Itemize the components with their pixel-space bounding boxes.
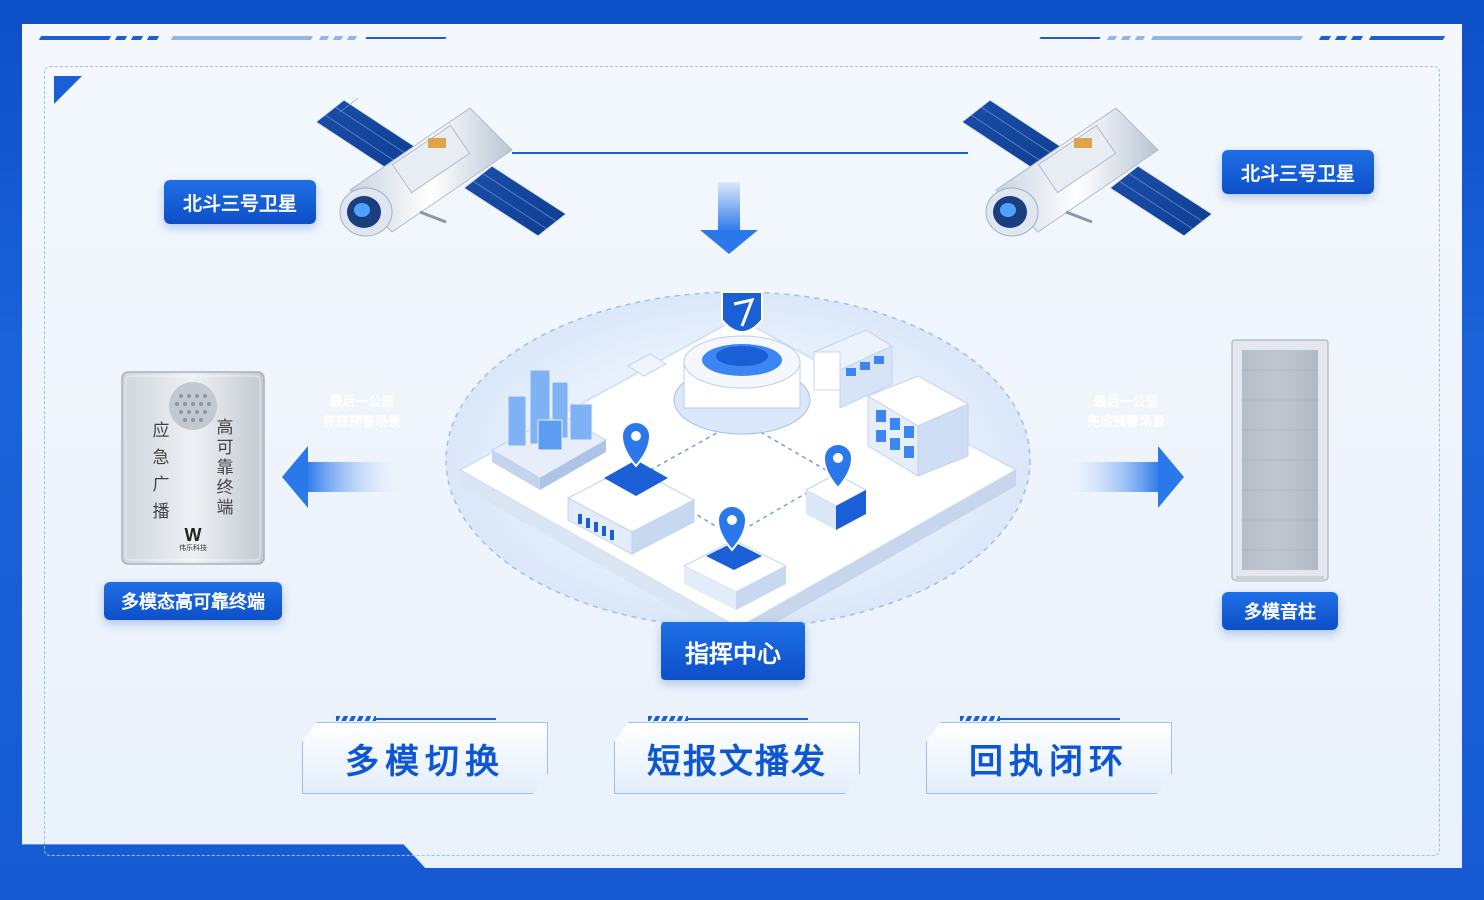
command-center-label: 指挥中心 (661, 622, 805, 680)
scenario-right-line1: 最后一公里 (1093, 395, 1159, 410)
satellite-left-icon (315, 97, 567, 237)
feature-receipt-loop: 回执闭环 (926, 716, 1172, 794)
feature-multimode-switch-text: 多模切换 (345, 741, 505, 782)
scenario-left-line2: 兜底预警场景 (322, 415, 401, 430)
left-arrow (282, 446, 404, 508)
command-center-illustration (445, 291, 1031, 644)
scenario-left-line1: 最后一公里 (329, 395, 395, 410)
right-arrow (1062, 446, 1184, 508)
satellite-right-icon (961, 99, 1213, 237)
speaker-label: 多模音柱 (1222, 592, 1338, 630)
terminal-label: 多模态高可靠终端 (104, 582, 282, 620)
terminal-device-image: W (121, 371, 265, 565)
svg-text:W: W (185, 525, 202, 545)
scenario-right-tag: 最后一公里 兜底预警场景 (1058, 388, 1194, 438)
terminal-text-right: 高 可 靠 终 端 (216, 418, 234, 518)
terminal-text-left: 应 急 广 播 (152, 421, 170, 522)
speaker-column-image (1231, 339, 1329, 582)
feature-short-message: 短报文播发 (614, 716, 860, 794)
feature-short-message-text: 短报文播发 (647, 741, 827, 782)
feature-receipt-loop-text: 回执闭环 (969, 741, 1129, 782)
inner-dashed-border (44, 66, 1440, 856)
satellite-left-label: 北斗三号卫星 (164, 180, 316, 224)
terminal-brand: 伟乐科技 (179, 544, 207, 552)
feature-multimode-switch: 多模切换 (302, 716, 548, 794)
scenario-left-tag: 最后一公里 兜底预警场景 (294, 388, 430, 438)
satellite-right-label: 北斗三号卫星 (1222, 150, 1374, 194)
corner-accent (54, 76, 82, 104)
down-arrow (700, 182, 758, 254)
scenario-right-line2: 兜底预警场景 (1086, 415, 1165, 430)
